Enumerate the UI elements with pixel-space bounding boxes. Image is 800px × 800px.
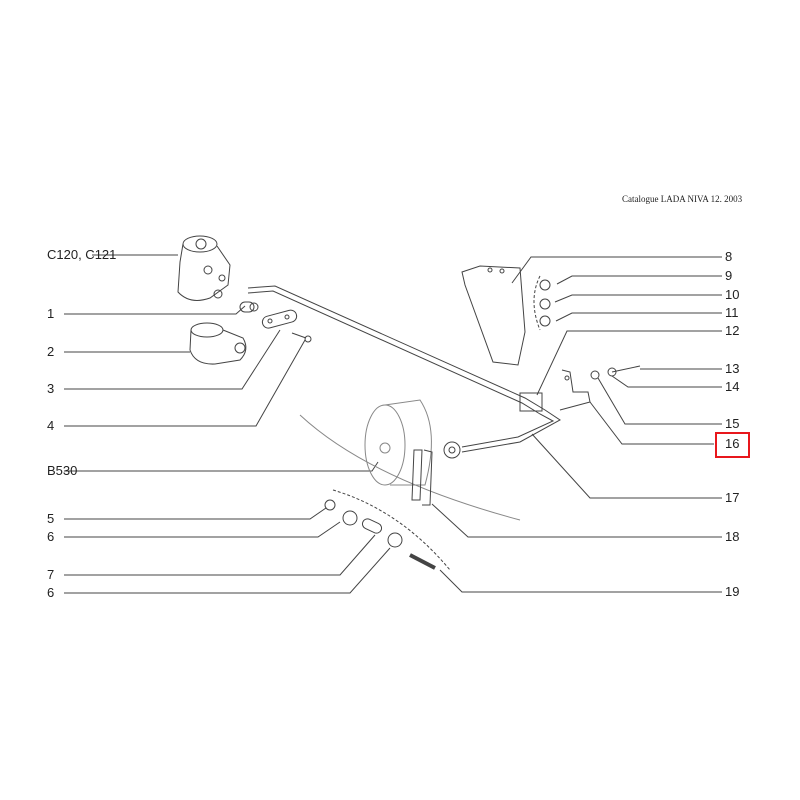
callout-9[interactable]: 9 — [725, 268, 733, 283]
part-bracket — [461, 265, 526, 366]
callout-14[interactable]: 14 — [725, 379, 740, 394]
callout-17[interactable]: 17 — [725, 490, 740, 505]
part-bushings-lower — [324, 489, 451, 571]
part-bolt-13 — [607, 365, 641, 377]
callout-6b[interactable]: 6 — [47, 585, 55, 600]
callout-3[interactable]: 3 — [47, 381, 55, 396]
callout-11[interactable]: 11 — [725, 305, 739, 320]
callout-16-highlighted[interactable]: 16 — [725, 436, 740, 451]
stabilizer-clamp — [519, 392, 543, 412]
callout-2[interactable]: 2 — [47, 344, 55, 359]
part-bushing — [239, 301, 259, 313]
callout-4[interactable]: 4 — [47, 418, 55, 433]
part-link-plate — [261, 309, 298, 329]
highlight-box — [715, 432, 750, 458]
callout-12[interactable]: 12 — [725, 323, 740, 338]
leader-lines-right — [431, 256, 722, 593]
callout-8[interactable]: 8 — [725, 249, 733, 264]
part-clamp-bracket — [559, 369, 591, 411]
callout-7[interactable]: 7 — [47, 567, 55, 582]
callout-15[interactable]: 15 — [725, 416, 740, 431]
part-link-arm — [411, 449, 433, 506]
callout-10[interactable]: 10 — [725, 287, 740, 302]
callout-18[interactable]: 18 — [725, 529, 740, 544]
callout-1[interactable]: 1 — [47, 306, 55, 321]
pressure-regulator — [177, 235, 231, 301]
rear-axle-outline — [299, 399, 521, 521]
callout-6[interactable]: 6 — [47, 529, 55, 544]
leader-lines-left — [64, 254, 391, 594]
part-washer-14 — [590, 370, 600, 380]
bar-eye-end — [443, 441, 461, 459]
callout-5[interactable]: 5 — [47, 511, 55, 526]
callout-13[interactable]: 13 — [725, 361, 740, 376]
part-washers — [533, 275, 551, 331]
part-bolt-small — [291, 332, 312, 343]
callout-c120-c121[interactable]: C120, C121 — [47, 247, 117, 262]
stabilizer-bar — [247, 285, 561, 459]
part-housing — [189, 322, 247, 365]
callout-b530[interactable]: B530 — [47, 463, 78, 478]
callout-19[interactable]: 19 — [725, 584, 740, 599]
catalog-header: Catalogue LADA NIVA 12. 2003 — [622, 194, 743, 204]
